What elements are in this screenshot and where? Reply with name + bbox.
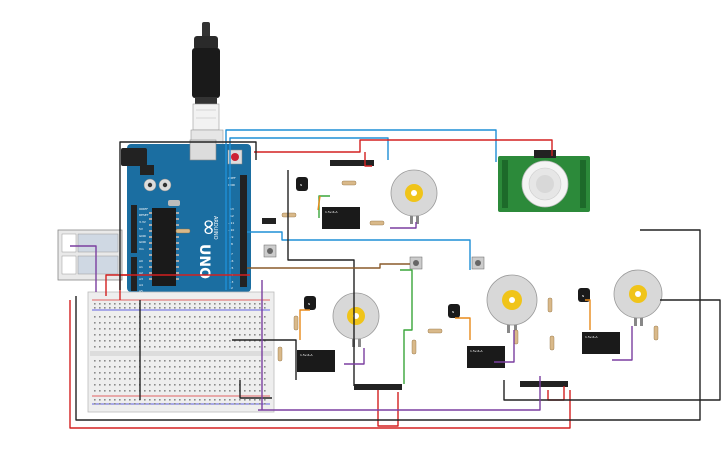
svg-text:~3: ~3	[229, 280, 234, 284]
transistor-2: N	[304, 296, 316, 310]
svg-text:A5: A5	[139, 289, 143, 293]
header-strip-top	[330, 160, 374, 166]
power-header	[131, 205, 137, 253]
header-strip-bottom-left	[354, 384, 402, 390]
digital-header	[240, 175, 247, 287]
dc-motor-1	[390, 169, 438, 224]
wires	[69, 129, 721, 429]
svg-text:~9: ~9	[229, 235, 234, 239]
svg-text:13: 13	[230, 207, 234, 211]
battery-pack	[57, 229, 123, 281]
svg-text:8: 8	[231, 242, 233, 246]
svg-text:AREF: AREF	[228, 176, 236, 180]
arduino-logo-icon: ∞	[196, 218, 221, 236]
push-button-1	[263, 244, 277, 258]
diode-1	[262, 218, 276, 224]
digital-header-labels: AREF GND 13 12 ~11 ~10 ~9 8 7 ~6 ~5 4 ~3…	[228, 176, 236, 290]
svg-text:2: 2	[231, 286, 233, 290]
svg-text:~11: ~11	[228, 221, 234, 225]
svg-text:A4: A4	[139, 283, 143, 287]
svg-text:1.5v-6-A: 1.5v-6-A	[470, 349, 483, 353]
usb-cable	[190, 22, 224, 149]
relay-1: 1.5v-6-A	[322, 207, 360, 229]
chip-pins	[149, 212, 179, 280]
relay-3: 1.5v-6-A	[467, 346, 505, 368]
arduino-uno-board: ∞ UNO ARDUINO AREF GND 13 12 ~11 ~10 ~9 …	[121, 139, 251, 293]
svg-text:IOREF: IOREF	[139, 207, 148, 211]
transistor-4: N	[578, 288, 590, 302]
breadboard	[87, 291, 275, 413]
svg-text:A1: A1	[139, 265, 143, 269]
svg-text:~5: ~5	[229, 266, 234, 270]
svg-text:3.3V: 3.3V	[139, 220, 147, 224]
dc-motor-2	[332, 292, 380, 347]
svg-text:~10: ~10	[228, 228, 234, 232]
svg-text:N: N	[452, 310, 454, 314]
arduino-brand-label: ARDUINO	[212, 216, 218, 240]
push-button-3	[471, 256, 485, 270]
svg-text:N: N	[308, 302, 310, 306]
svg-text:A3: A3	[139, 277, 143, 281]
svg-text:N: N	[300, 183, 302, 187]
svg-text:RESET: RESET	[139, 213, 149, 217]
power-header-labels: IOREF RESET 3.3V 5V GND GND Vin	[139, 207, 149, 251]
svg-text:A0: A0	[139, 259, 143, 263]
arduino-model-label: UNO	[196, 244, 212, 279]
relay-4: 1.5v-6-A	[582, 332, 620, 354]
analog-header	[131, 257, 137, 291]
transistor-3: N	[448, 304, 460, 318]
relay-2: 1.5v-6-A	[297, 350, 335, 372]
svg-text:1.5v-6-A: 1.5v-6-A	[585, 335, 598, 339]
svg-text:Vin: Vin	[139, 247, 144, 251]
push-button-2	[409, 256, 423, 270]
svg-text:GND: GND	[139, 240, 147, 244]
pir-sensor	[498, 150, 590, 212]
svg-text:~6: ~6	[229, 259, 234, 263]
dc-motor-3	[486, 274, 538, 333]
svg-text:5V: 5V	[139, 227, 144, 231]
svg-text:GND: GND	[139, 234, 147, 238]
dc-motor-4	[613, 269, 663, 326]
transistor-1: N	[296, 177, 308, 191]
svg-text:12: 12	[230, 214, 234, 218]
svg-text:A2: A2	[139, 271, 143, 275]
svg-text:1.5v-6-A: 1.5v-6-A	[325, 210, 338, 214]
svg-text:N: N	[582, 294, 584, 298]
analog-header-labels: A0 A1 A2 A3 A4 A5	[139, 259, 143, 293]
header-strip-bottom-right	[520, 381, 568, 387]
resistors	[175, 180, 659, 362]
svg-text:1.5v-6-A: 1.5v-6-A	[300, 353, 313, 357]
svg-text:7: 7	[231, 252, 233, 256]
svg-text:GND: GND	[228, 183, 236, 187]
